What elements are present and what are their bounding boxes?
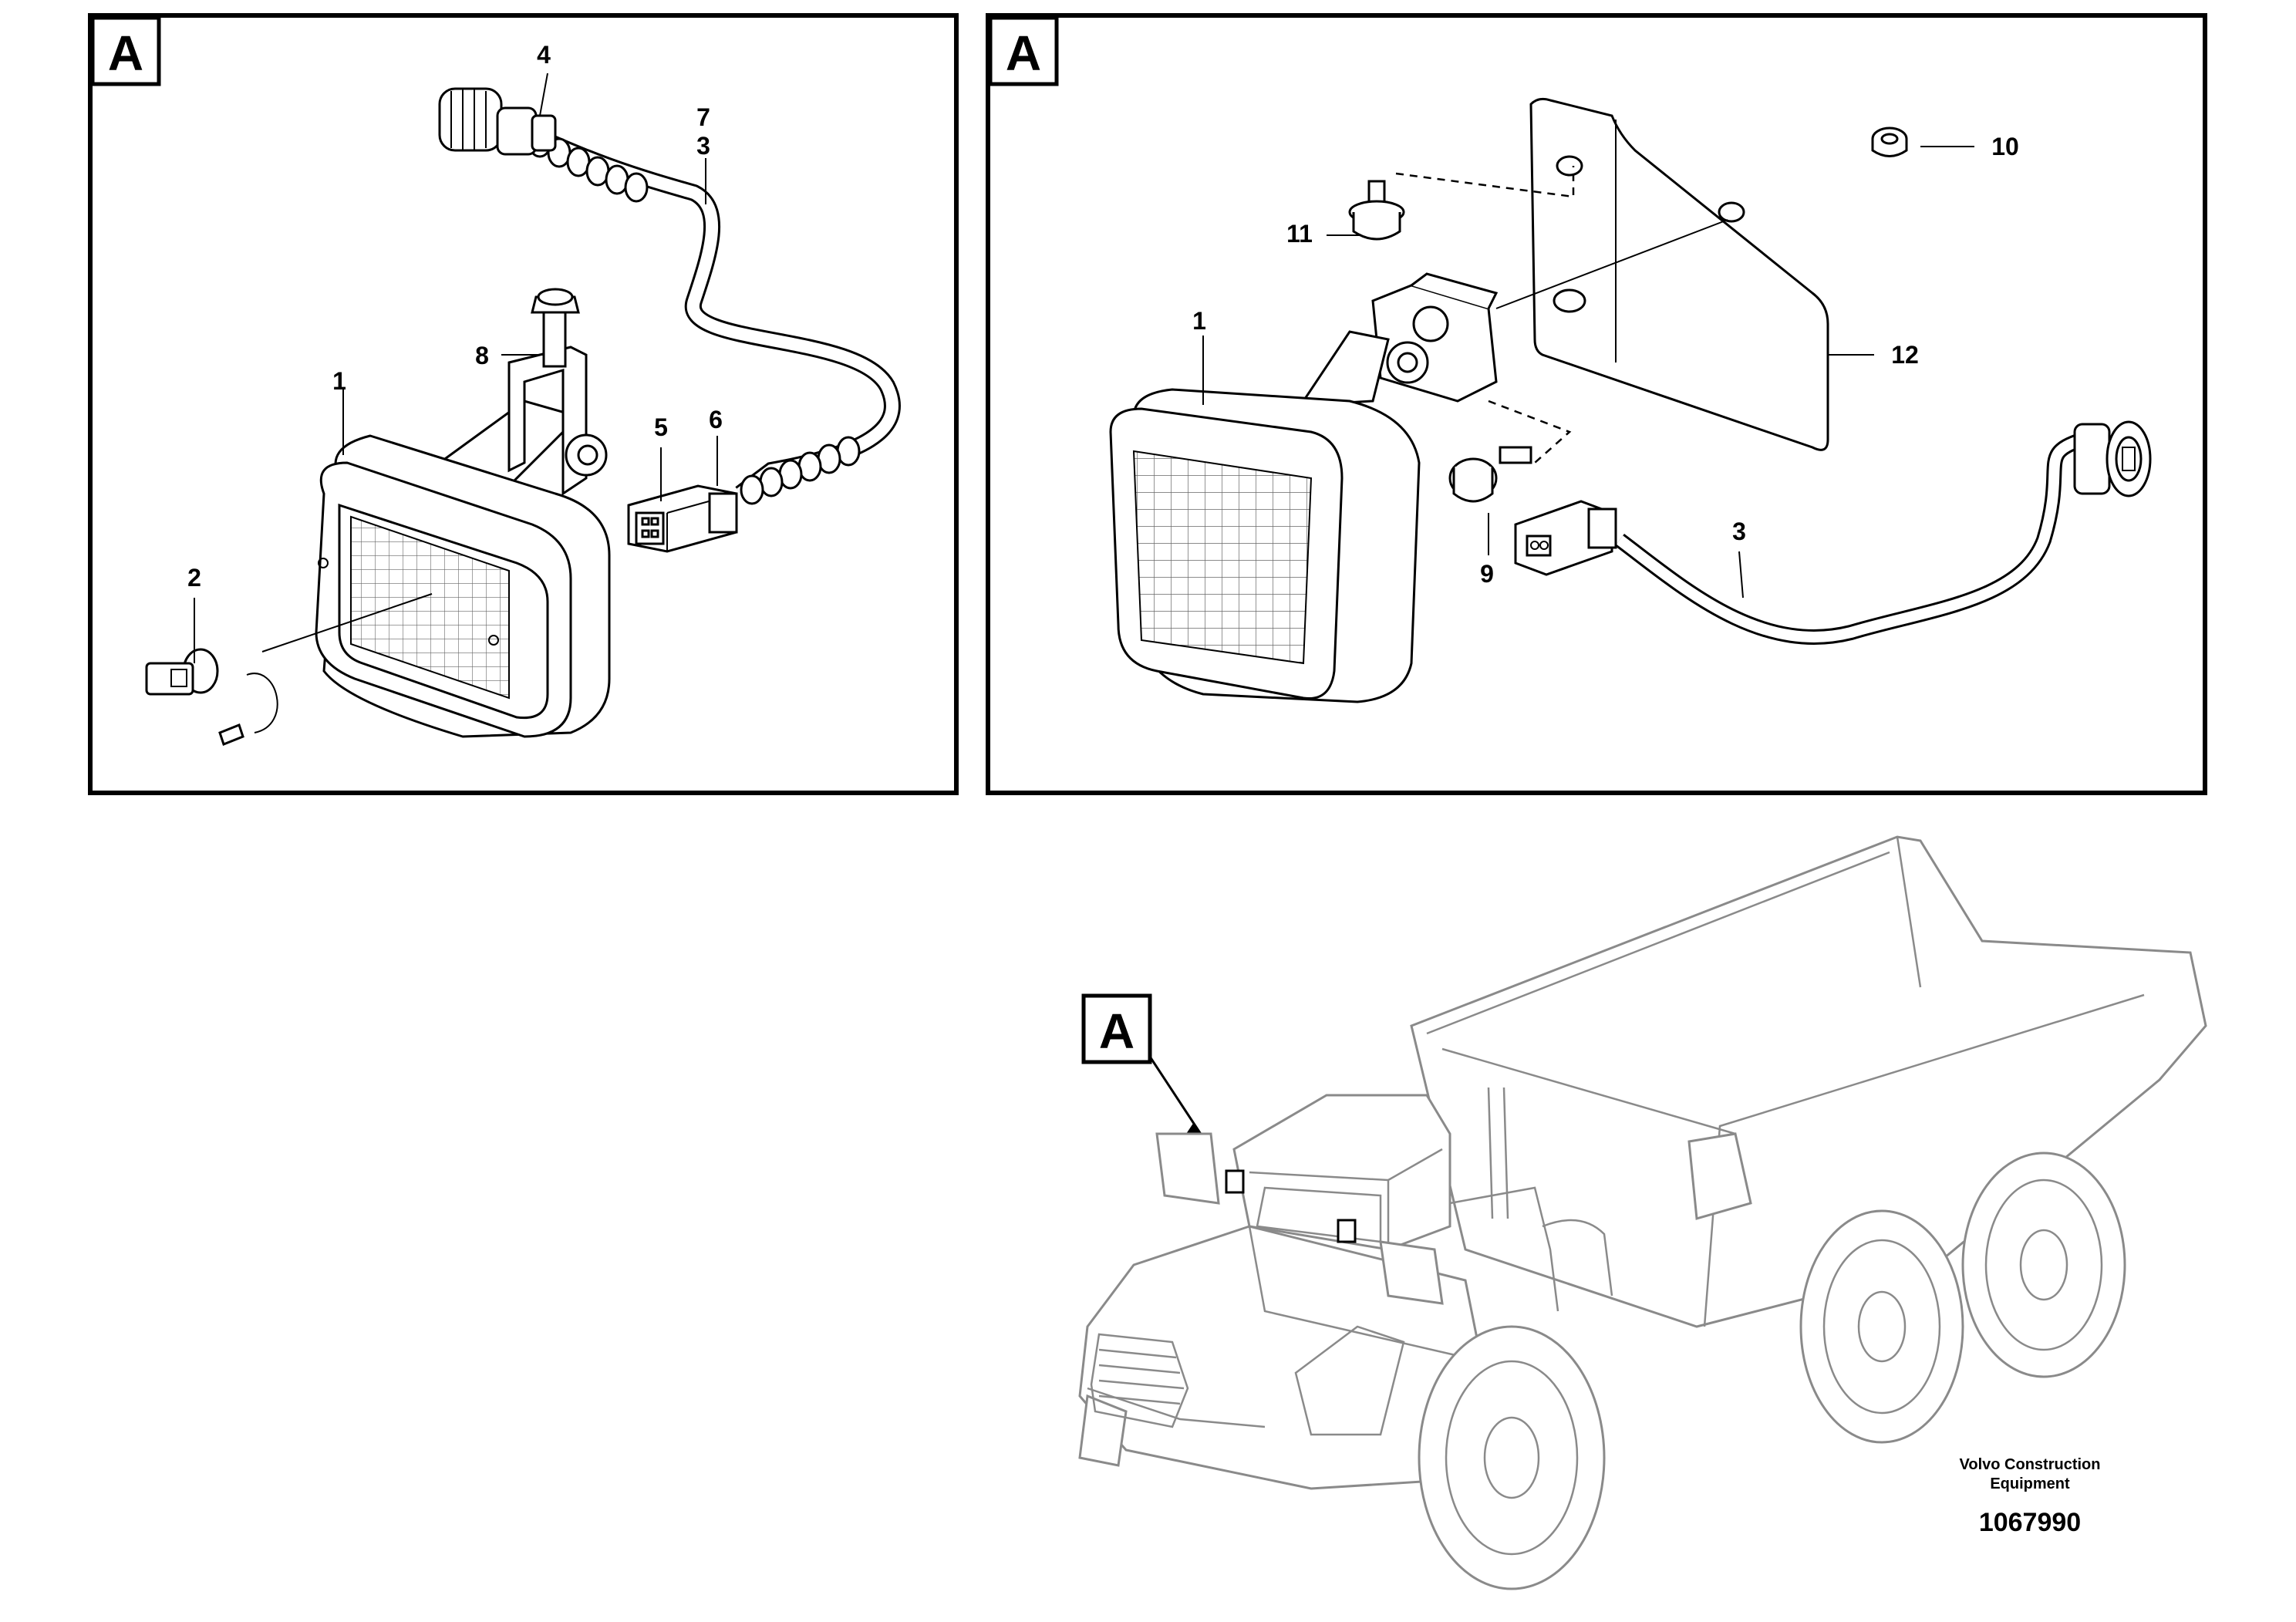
callout-5: 5 [654,413,668,441]
company-name-line1: Volvo Construction [1960,1456,2101,1473]
company-name-line2: Equipment [1990,1475,2070,1492]
truck-chassis [1078,1225,1482,1490]
right-panel: A [986,13,2207,795]
callout-2: 2 [187,564,201,592]
callout-1: 1 [1192,307,1206,335]
halogen-bulb [145,648,278,746]
drawing-footer: Volvo Construction Equipment 1067990 [1960,1456,2101,1537]
mounting-plate [1529,97,1829,451]
left-panel-tag-box [90,15,161,86]
right-panel-frame [986,13,2207,795]
flat-plug [627,484,738,553]
flange-nut [1871,126,1908,157]
truck-overview: A [1078,835,2207,1590]
lamp-bracket [437,288,608,496]
left-panel: A [88,13,959,795]
drawing-number: 1067990 [1979,1508,2081,1537]
cab [1232,1094,1451,1251]
left-leader-lines [194,73,718,663]
callout-6: 6 [709,406,723,433]
overview-tag-box [1081,993,1152,1064]
callout-12: 12 [1891,341,1919,369]
left-panel-frame [88,13,959,795]
callout-9: 9 [1480,560,1494,588]
flange-bolt-bottom [1448,446,1532,503]
front-grille [1090,1333,1189,1428]
lamp-clamp-block [1371,219,1728,403]
right-panel-tag: A [1006,25,1041,81]
callout-3: 3 [696,132,710,160]
right-panel-tag-box [988,15,1059,86]
cab-work-lamps [1225,1169,1357,1243]
callout-11: 11 [1286,220,1313,248]
assembly-dashes [1395,166,1575,464]
callout-1: 1 [332,367,346,395]
overview-tag: A [1099,1003,1135,1059]
callout-4: 4 [537,41,551,69]
callout-3: 3 [1732,518,1746,545]
mirrors [1155,1132,1444,1305]
front-wheel [1418,1325,1606,1590]
round-connector [438,87,557,156]
harness-cable-right [1514,420,2152,645]
work-lamp-right [1109,330,1421,703]
corrugated-sleeve-bottom [740,436,861,505]
callout-7: 7 [696,103,710,131]
right-leader-lines [1202,146,1974,599]
work-lamp [315,434,611,738]
rear-wheels [1799,1152,2126,1444]
cab-rails [1449,1087,1613,1312]
callout-8: 8 [475,342,489,369]
left-panel-tag: A [108,25,143,81]
callout-10: 10 [1991,133,2019,160]
flange-bolt-top [1348,180,1405,241]
